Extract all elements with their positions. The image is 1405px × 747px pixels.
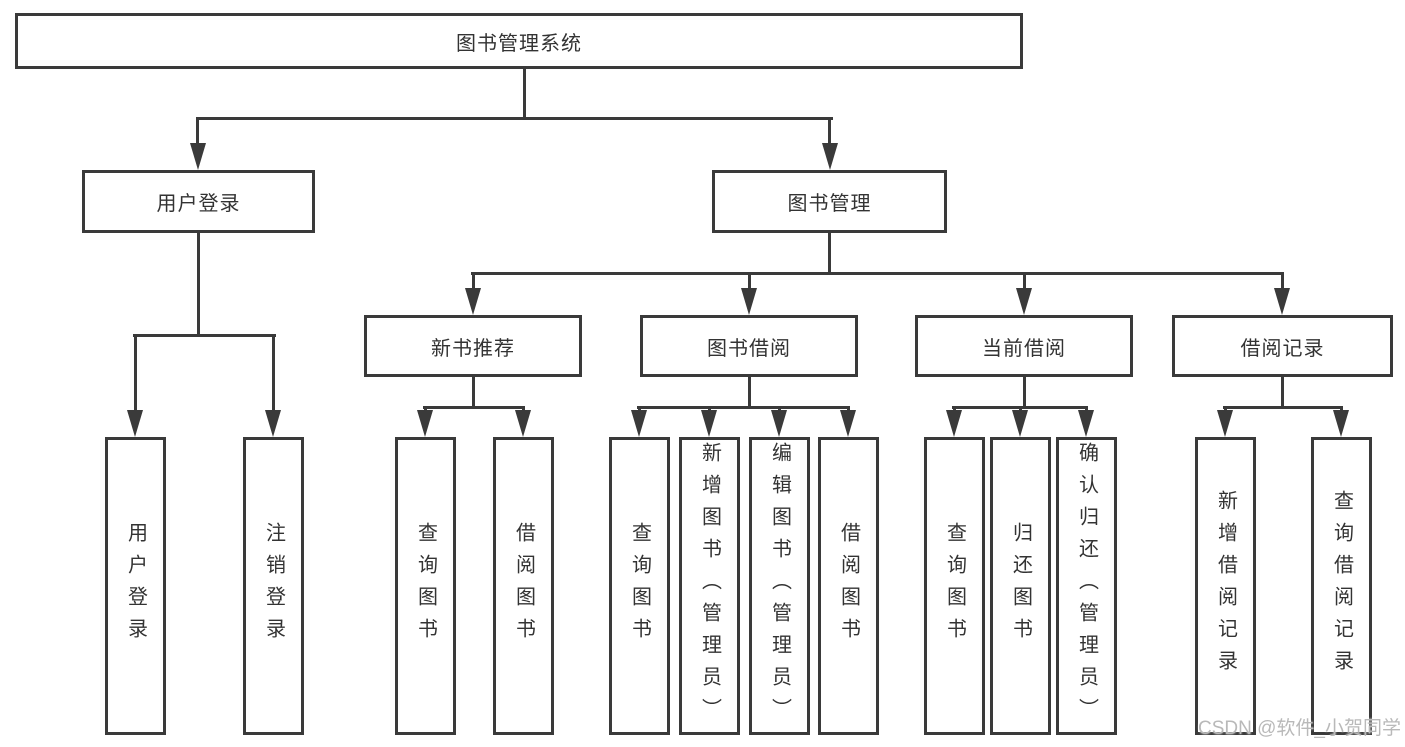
watermark: CSDN @软件_小贺同学 — [1198, 718, 1401, 739]
node-user-login: 用户登录 — [82, 170, 315, 233]
arrowhead-leaf-login — [127, 410, 143, 437]
connector-drop-book-mgmt — [828, 117, 831, 147]
arrowhead-bb-query — [631, 410, 647, 437]
leaf-cb-query-books: 查询图书 — [924, 437, 985, 735]
connector-user-login-branch — [133, 334, 276, 337]
connector-level2-branch — [471, 272, 1284, 275]
arrowhead-records — [1274, 288, 1290, 315]
arrowhead-cb-confirm — [1078, 410, 1094, 437]
leaf-br-query-record: 查询借阅记录 — [1311, 437, 1372, 735]
leaf-nb-borrow-books: 借阅图书 — [493, 437, 554, 735]
arrowhead-br-query — [1333, 410, 1349, 437]
arrowhead-borrowing — [741, 288, 757, 315]
leaf-user-login: 用户登录 — [105, 437, 166, 735]
connector-drop-newbook — [472, 272, 475, 290]
connector-borrowing-stem — [748, 377, 751, 408]
leaf-cb-return-books-label: 归还图书 — [1009, 522, 1032, 650]
connector-drop-borrowing — [748, 272, 751, 290]
arrowhead-bb-borrow — [840, 410, 856, 437]
arrowhead-br-add — [1217, 410, 1233, 437]
leaf-cb-return-books: 归还图书 — [990, 437, 1051, 735]
leaf-nb-query-books-label: 查询图书 — [414, 522, 437, 650]
leaf-bb-add-books-admin-label: 新增图书（管理员） — [698, 442, 721, 730]
leaf-user-login-label: 用户登录 — [124, 522, 147, 650]
node-current-borrowing: 当前借阅 — [915, 315, 1133, 377]
arrowhead-current — [1016, 288, 1032, 315]
arrowhead-bb-edit — [771, 410, 787, 437]
node-root: 图书管理系统 — [15, 13, 1023, 69]
arrowhead-book-mgmt — [822, 143, 838, 170]
node-current-borrowing-label: 当前借阅 — [982, 337, 1066, 360]
connector-borrowing-branch — [637, 406, 850, 409]
connector-user-login-stem — [197, 233, 200, 336]
arrowhead-nb-borrow — [515, 410, 531, 437]
node-user-login-label: 用户登录 — [156, 193, 241, 215]
connector-root-stem — [523, 68, 526, 119]
connector-drop-current — [1023, 272, 1026, 290]
leaf-br-add-record-label: 新增借阅记录 — [1214, 490, 1237, 682]
leaf-bb-query-books-label: 查询图书 — [628, 522, 651, 650]
connector-level1-branch — [196, 117, 833, 120]
node-root-label: 图书管理系统 — [456, 32, 582, 55]
connector-current-stem — [1023, 377, 1026, 408]
node-book-mgmt-label: 图书管理 — [787, 193, 872, 215]
connector-drop-user-login — [196, 117, 199, 147]
leaf-cb-confirm-return-admin-label: 确认归还（管理员） — [1075, 442, 1098, 730]
arrowhead-cb-return — [1012, 410, 1028, 437]
connector-drop-leaf-logout — [272, 334, 275, 412]
leaf-bb-borrow-books-label: 借阅图书 — [837, 522, 860, 650]
node-book-borrowing-label: 图书借阅 — [707, 337, 791, 360]
arrowhead-bb-add — [701, 410, 717, 437]
leaf-logout-label: 注销登录 — [262, 522, 285, 650]
leaf-bb-borrow-books: 借阅图书 — [818, 437, 879, 735]
leaf-nb-borrow-books-label: 借阅图书 — [512, 522, 535, 650]
leaf-br-add-record: 新增借阅记录 — [1195, 437, 1256, 735]
node-new-book-recommend: 新书推荐 — [364, 315, 582, 377]
connector-records-stem — [1281, 377, 1284, 408]
arrowhead-leaf-logout — [265, 410, 281, 437]
leaf-nb-query-books: 查询图书 — [395, 437, 456, 735]
leaf-bb-edit-books-admin-label: 编辑图书（管理员） — [768, 442, 791, 730]
connector-drop-records — [1281, 272, 1284, 290]
arrowhead-newbook — [465, 288, 481, 315]
connector-newbook-stem — [472, 377, 475, 408]
connector-book-mgmt-stem — [828, 233, 831, 275]
leaf-cb-confirm-return-admin: 确认归还（管理员） — [1056, 437, 1117, 735]
node-book-mgmt: 图书管理 — [712, 170, 947, 233]
node-book-borrowing: 图书借阅 — [640, 315, 858, 377]
arrowhead-user-login — [190, 143, 206, 170]
node-borrowing-records: 借阅记录 — [1172, 315, 1393, 377]
connector-drop-leaf-login — [134, 334, 137, 412]
connector-newbook-branch — [423, 406, 525, 409]
node-borrowing-records-label: 借阅记录 — [1240, 337, 1325, 360]
leaf-logout: 注销登录 — [243, 437, 304, 735]
connector-records-branch — [1223, 406, 1343, 409]
leaf-bb-add-books-admin: 新增图书（管理员） — [679, 437, 740, 735]
node-new-book-recommend-label: 新书推荐 — [431, 337, 515, 360]
arrowhead-cb-query — [946, 410, 962, 437]
leaf-bb-edit-books-admin: 编辑图书（管理员） — [749, 437, 810, 735]
leaf-bb-query-books: 查询图书 — [609, 437, 670, 735]
leaf-br-query-record-label: 查询借阅记录 — [1330, 490, 1353, 682]
arrowhead-nb-query — [417, 410, 433, 437]
leaf-cb-query-books-label: 查询图书 — [943, 522, 966, 650]
